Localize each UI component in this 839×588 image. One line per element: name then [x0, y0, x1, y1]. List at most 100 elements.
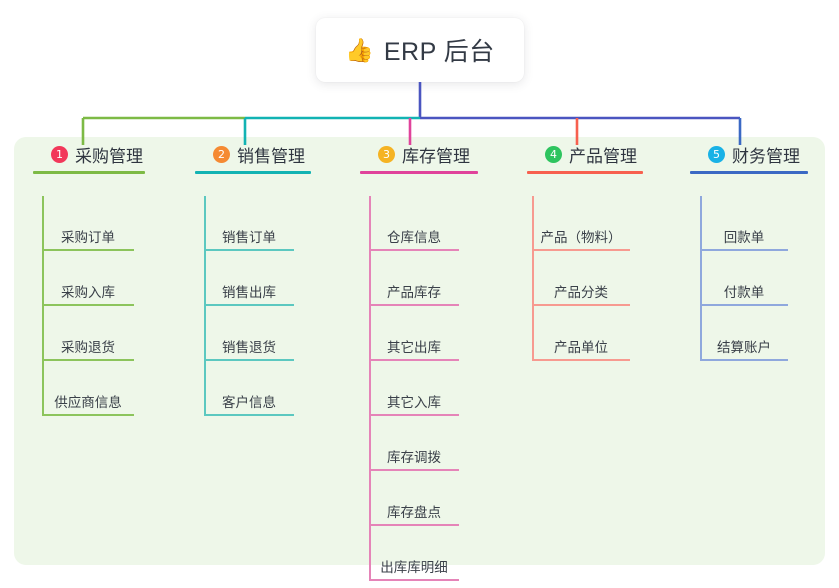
- column-items: 销售订单销售出库销售退货客户信息: [204, 196, 294, 416]
- column-title: 库存管理: [402, 146, 470, 166]
- column-badge-2: 2: [213, 145, 230, 163]
- column-items: 回款单付款单结算账户: [700, 196, 788, 361]
- column-items: 产品（物料） 产品分类产品单位: [532, 196, 630, 361]
- list-item[interactable]: 结算账户: [700, 306, 788, 361]
- column-underline: [690, 171, 808, 174]
- column-spine: [42, 196, 44, 416]
- list-item[interactable]: 采购入库: [42, 251, 134, 306]
- list-item-underline: [204, 304, 294, 306]
- list-item-underline: [532, 359, 630, 361]
- list-item-label: 采购退货: [61, 340, 115, 355]
- column-spine: [204, 196, 206, 416]
- column-spine: [700, 196, 702, 361]
- list-item-underline: [42, 359, 134, 361]
- list-item-label: 销售订单: [222, 230, 276, 245]
- list-item-underline: [369, 249, 459, 251]
- column-underline: [195, 171, 311, 174]
- list-item[interactable]: 出库库明细: [369, 526, 459, 581]
- list-item-underline: [42, 414, 134, 416]
- list-item-underline: [532, 249, 630, 251]
- column-库存管理: 3 库存管理仓库信息产品库存其它出库其它入库库存调拨库存盘点出库库明细: [360, 141, 478, 581]
- list-item[interactable]: 销售出库: [204, 251, 294, 306]
- list-item[interactable]: 销售订单: [204, 196, 294, 251]
- column-header-4[interactable]: 4 产品管理: [527, 141, 643, 167]
- list-item[interactable]: 产品分类: [532, 251, 630, 306]
- list-item-underline: [369, 579, 459, 581]
- list-item-underline: [369, 414, 459, 416]
- list-item-label: 出库库明细: [380, 560, 448, 575]
- list-item[interactable]: 采购退货: [42, 306, 134, 361]
- column-badge-3: 3: [378, 145, 395, 163]
- list-item[interactable]: 供应商信息: [42, 361, 134, 416]
- list-item-label: 采购入库: [61, 285, 115, 300]
- list-item-underline: [204, 359, 294, 361]
- list-item-label: 产品库存: [387, 285, 441, 300]
- column-underline: [527, 171, 643, 174]
- list-item-underline: [204, 249, 294, 251]
- list-item[interactable]: 回款单: [700, 196, 788, 251]
- list-item-underline: [700, 359, 788, 361]
- list-item[interactable]: 库存调拨: [369, 416, 459, 471]
- list-item-label: 结算账户: [717, 340, 771, 355]
- list-item-label: 其它入库: [387, 395, 441, 410]
- list-item[interactable]: 产品单位: [532, 306, 630, 361]
- list-item[interactable]: 产品库存: [369, 251, 459, 306]
- column-badge-1: 1: [51, 145, 68, 163]
- list-item-underline: [369, 304, 459, 306]
- list-item-label: 付款单: [723, 285, 765, 300]
- column-items: 采购订单采购入库采购退货供应商信息: [42, 196, 134, 416]
- list-item[interactable]: 库存盘点: [369, 471, 459, 526]
- list-item-underline: [700, 249, 788, 251]
- list-item[interactable]: 销售退货: [204, 306, 294, 361]
- column-title: 财务管理: [732, 146, 800, 166]
- list-item-label: 回款单: [723, 230, 765, 245]
- list-item[interactable]: 产品（物料）: [532, 196, 630, 251]
- list-item[interactable]: 其它出库: [369, 306, 459, 361]
- column-title: 采购管理: [75, 146, 143, 166]
- list-item-underline: [42, 249, 134, 251]
- list-item-underline: [700, 304, 788, 306]
- column-header-2[interactable]: 2 销售管理: [195, 141, 311, 167]
- list-item-label: 销售退货: [222, 340, 276, 355]
- list-item-label: 库存调拨: [387, 450, 441, 465]
- list-item-underline: [532, 304, 630, 306]
- list-item-label: 产品单位: [554, 340, 608, 355]
- list-item-label: 采购订单: [61, 230, 115, 245]
- column-spine: [369, 196, 371, 581]
- column-items: 仓库信息产品库存其它出库其它入库库存调拨库存盘点出库库明细: [369, 196, 459, 581]
- column-产品管理: 4 产品管理产品（物料） 产品分类产品单位: [527, 141, 643, 361]
- column-header-3[interactable]: 3 库存管理: [360, 141, 478, 167]
- list-item[interactable]: 客户信息: [204, 361, 294, 416]
- column-财务管理: 5 财务管理回款单付款单结算账户: [690, 141, 808, 361]
- column-header-5[interactable]: 5 财务管理: [690, 141, 808, 167]
- column-header-1[interactable]: 1 采购管理: [33, 141, 145, 167]
- mindmap-panel: [14, 137, 825, 565]
- list-item-label: 仓库信息: [387, 230, 441, 245]
- column-badge-5: 5: [708, 145, 725, 163]
- column-underline: [33, 171, 145, 174]
- list-item-label: 销售出库: [222, 285, 276, 300]
- column-spine: [532, 196, 534, 361]
- list-item-label: 客户信息: [222, 395, 276, 410]
- list-item-label: 库存盘点: [387, 505, 441, 520]
- column-销售管理: 2 销售管理销售订单销售出库销售退货客户信息: [195, 141, 311, 416]
- list-item-underline: [204, 414, 294, 416]
- column-title: 销售管理: [237, 146, 305, 166]
- column-采购管理: 1 采购管理采购订单采购入库采购退货供应商信息: [33, 141, 145, 416]
- list-item[interactable]: 仓库信息: [369, 196, 459, 251]
- list-item-label: 产品分类: [554, 285, 608, 300]
- column-badge-4: 4: [545, 145, 562, 163]
- list-item-underline: [42, 304, 134, 306]
- list-item[interactable]: 付款单: [700, 251, 788, 306]
- column-title: 产品管理: [569, 146, 637, 166]
- column-underline: [360, 171, 478, 174]
- list-item[interactable]: 采购订单: [42, 196, 134, 251]
- list-item-underline: [369, 359, 459, 361]
- root-node-card[interactable]: 👍 ERP 后台: [316, 18, 524, 82]
- list-item[interactable]: 其它入库: [369, 361, 459, 416]
- list-item-label: 其它出库: [387, 340, 441, 355]
- list-item-underline: [369, 524, 459, 526]
- root-title: ERP 后台: [383, 38, 495, 66]
- list-item-underline: [369, 469, 459, 471]
- list-item-label: 产品（物料）: [540, 230, 622, 245]
